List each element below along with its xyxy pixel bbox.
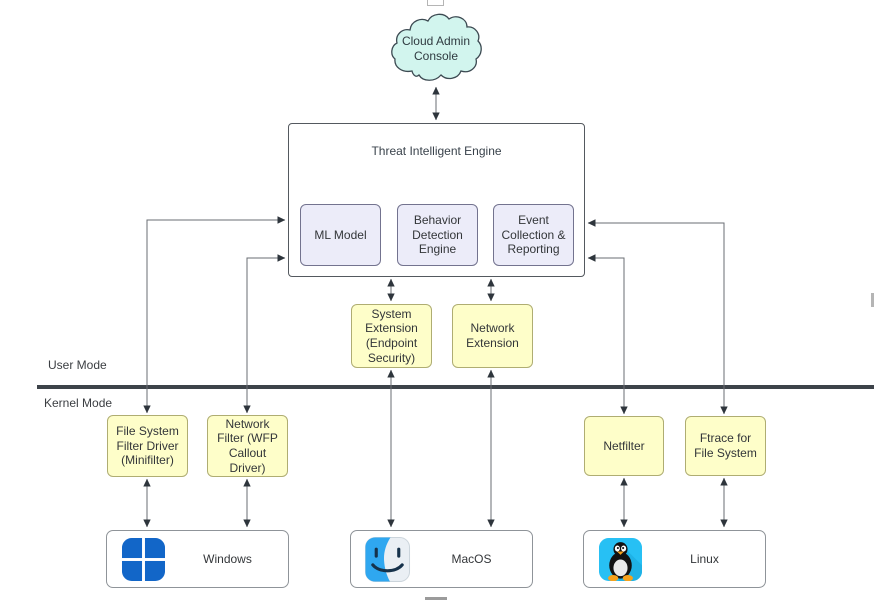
- ml-model-label: ML Model: [314, 227, 367, 242]
- linux-node[interactable]: Linux: [583, 530, 766, 588]
- edge-netfilter-engine[interactable]: [587, 254, 628, 415]
- network-extension-label: Network Extension: [466, 321, 519, 350]
- network-extension-node[interactable]: Network Extension: [452, 304, 533, 368]
- network-filter-wfp-label: Network Filter (WFP Callout Driver): [217, 416, 278, 475]
- file-system-filter-driver-node[interactable]: File System Filter Driver (Minifilter): [107, 415, 188, 477]
- finder-logo-icon: [364, 536, 411, 583]
- behavior-detection-engine-node[interactable]: Behavior Detection Engine: [397, 204, 478, 266]
- cloud-icon: [391, 13, 482, 81]
- windows-label: Windows: [203, 551, 252, 566]
- ftrace-label: Ftrace for File System: [694, 431, 757, 460]
- behavior-detection-engine-label: Behavior Detection Engine: [412, 213, 463, 257]
- threat-intelligent-engine-node[interactable]: Threat Intelligent Engine ML Model Behav…: [288, 123, 585, 277]
- cloud-admin-console-node[interactable]: Cloud Admin Console: [390, 10, 482, 88]
- page-edge-marker-right: [871, 293, 874, 307]
- user-mode-label: User Mode: [48, 358, 107, 372]
- cloud-admin-console-label: Cloud Admin Console: [401, 34, 471, 63]
- user-kernel-divider[interactable]: [37, 385, 874, 389]
- macos-node[interactable]: MacOS: [350, 530, 533, 588]
- linux-label: Linux: [690, 551, 719, 566]
- page-edge-marker-bottom: [425, 597, 447, 600]
- tux-logo-icon: [597, 536, 644, 583]
- network-filter-wfp-node[interactable]: Network Filter (WFP Callout Driver): [207, 415, 288, 477]
- ftrace-node[interactable]: Ftrace for File System: [685, 416, 766, 476]
- system-extension-label: System Extension (Endpoint Security): [365, 306, 418, 365]
- netfilter-node[interactable]: Netfilter: [584, 416, 664, 476]
- windows-logo-icon: [120, 536, 167, 583]
- event-collection-reporting-node[interactable]: Event Collection & Reporting: [493, 204, 574, 266]
- edge-wfp-engine[interactable]: [243, 254, 286, 414]
- event-collection-reporting-label: Event Collection & Reporting: [501, 213, 566, 257]
- netfilter-label: Netfilter: [603, 438, 645, 453]
- ml-model-node[interactable]: ML Model: [300, 204, 381, 266]
- macos-label: MacOS: [451, 551, 492, 566]
- file-system-filter-driver-label: File System Filter Driver (Minifilter): [116, 424, 179, 468]
- page-edge-marker-top: [427, 0, 444, 6]
- windows-node[interactable]: Windows: [106, 530, 289, 588]
- threat-intelligent-engine-title: Threat Intelligent Engine: [371, 144, 502, 158]
- kernel-mode-label: Kernel Mode: [44, 396, 113, 410]
- system-extension-node[interactable]: System Extension (Endpoint Security): [351, 304, 432, 368]
